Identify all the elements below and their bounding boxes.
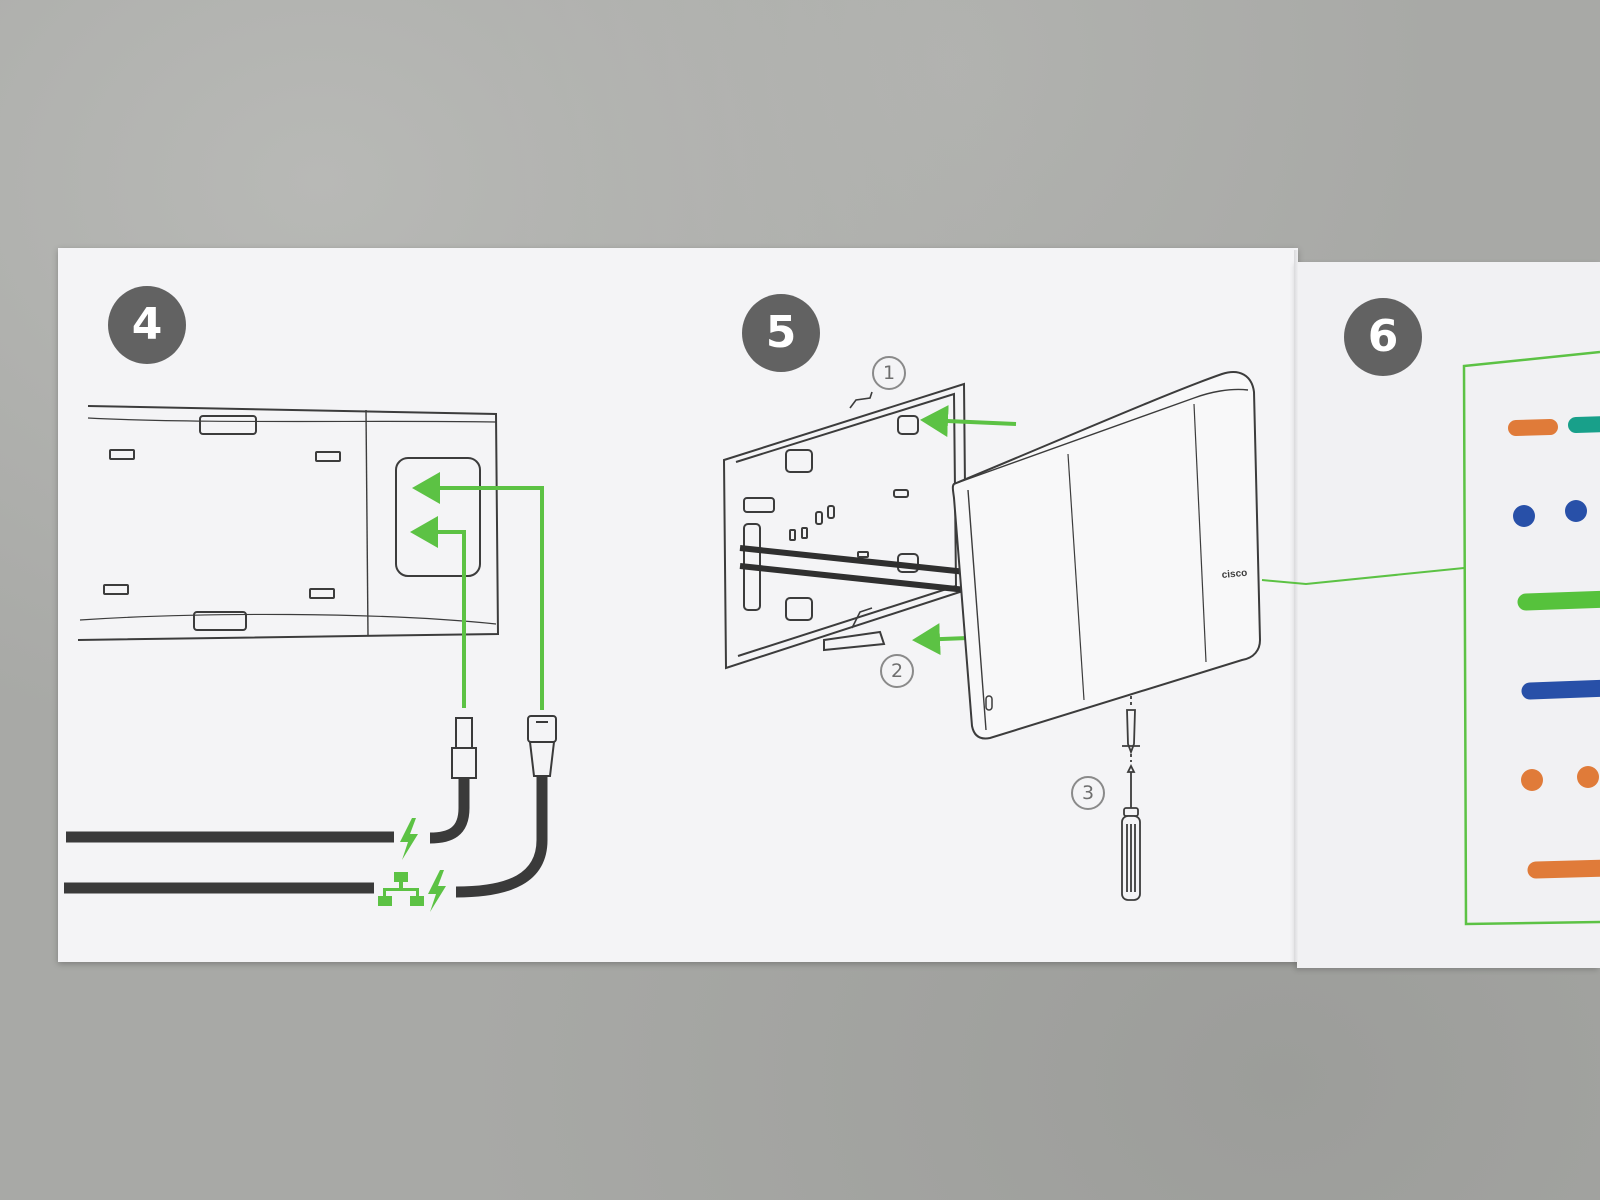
led-blink-orange-dot-1	[1521, 769, 1543, 791]
network-icon	[378, 872, 424, 906]
led-solid-orange-bar-2	[1527, 859, 1600, 879]
access-point-device	[951, 371, 1262, 740]
led-blink-blue-dot-1	[1513, 505, 1535, 527]
led-solid-blue-bar	[1521, 679, 1600, 700]
mount-arrows	[912, 405, 1017, 656]
led-blink-blue-dot-2	[1565, 500, 1587, 522]
led-solid-orange-bar	[1508, 419, 1558, 436]
power-bolt-icon	[400, 818, 418, 860]
access-point-back-view	[77, 405, 500, 641]
led-legend-box	[1462, 350, 1600, 926]
panel-fold-crease	[1294, 250, 1298, 962]
screwdriver-icon	[1121, 763, 1141, 901]
cables	[64, 776, 548, 898]
step-5-badge: 5	[742, 294, 820, 372]
led-legend	[1508, 416, 1600, 879]
mounting-rails	[739, 545, 967, 593]
substep-1-badge: 1	[872, 356, 906, 390]
led-solid-teal-bar	[1568, 416, 1600, 433]
mounting-bracket	[722, 382, 968, 670]
step-4-badge: 4	[108, 286, 186, 364]
led-solid-green-bar	[1517, 590, 1600, 611]
cable-arrows	[410, 472, 544, 710]
substep-2-badge: 2	[880, 654, 914, 688]
device-logo: cisco	[1221, 568, 1247, 581]
substep-3-badge: 3	[1071, 776, 1105, 810]
legend-callout-line	[1261, 567, 1465, 586]
power-bolt-icon-2	[428, 870, 446, 912]
screw-icon	[1122, 696, 1140, 762]
dc-power-plug	[451, 717, 477, 779]
step-6-badge: 6	[1344, 298, 1422, 376]
led-blink-orange-dot-2	[1577, 766, 1599, 788]
guide-panel-fold	[1297, 262, 1600, 968]
ethernet-plug	[527, 715, 557, 777]
